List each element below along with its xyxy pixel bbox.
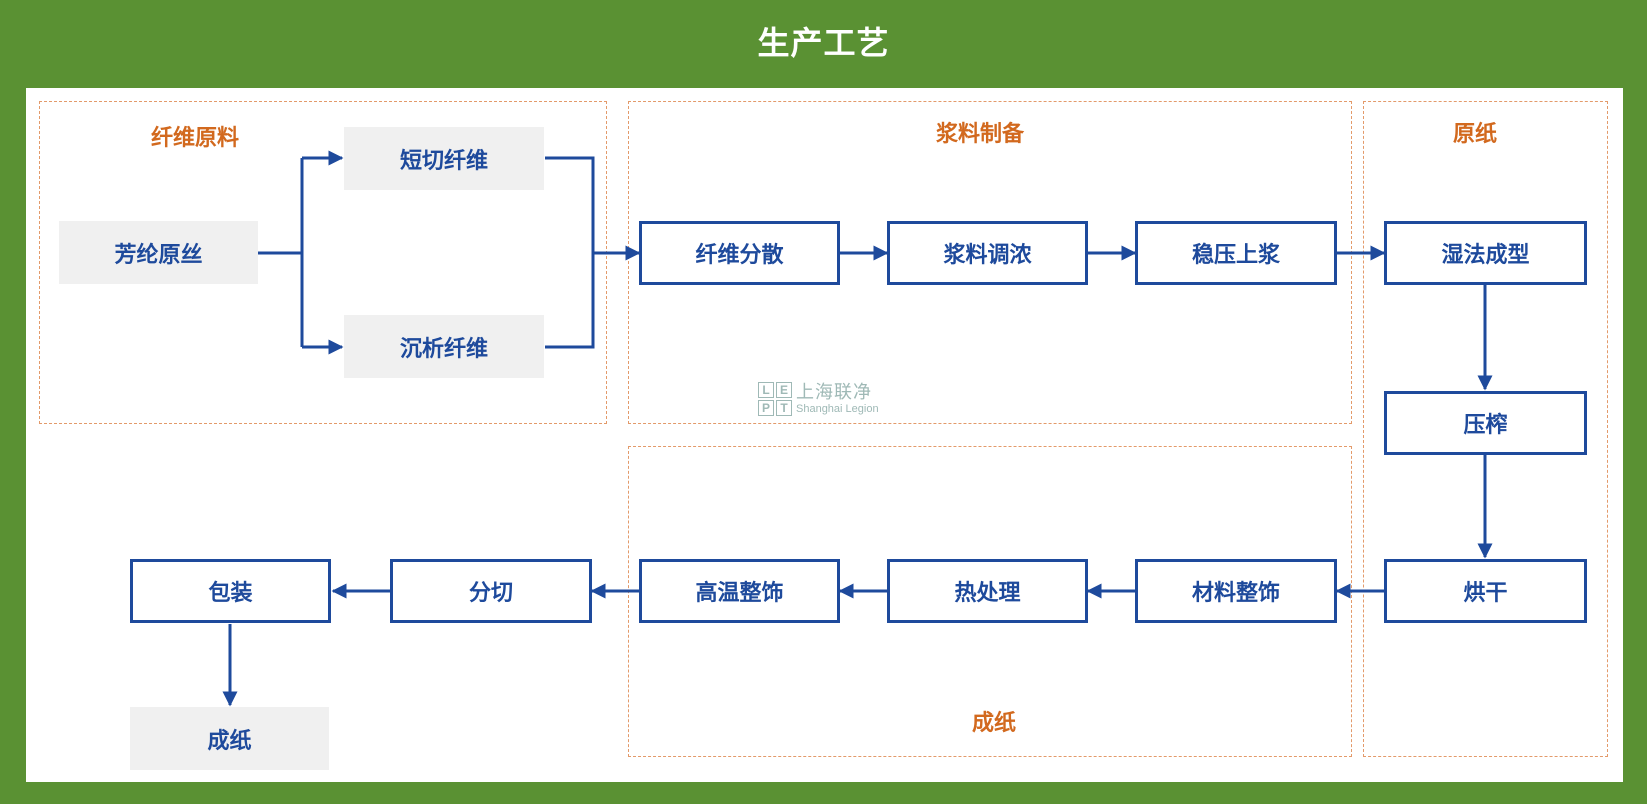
- watermark-logo-e: E: [776, 382, 792, 398]
- watermark: L E P T 上海联净 Shanghai Legion: [758, 382, 879, 416]
- edge-short-fiber-merge: [545, 156, 595, 253]
- node-high-temp-finish: 高温整饰: [639, 559, 840, 623]
- node-drying: 烘干: [1384, 559, 1587, 623]
- node-short-fiber: 短切纤维: [344, 127, 544, 190]
- group-label-slurry-prep: 浆料制备: [935, 122, 1025, 147]
- group-raw-fiber: [39, 101, 607, 424]
- edge-precip-fiber-merge: [545, 253, 595, 349]
- group-slurry-prep: [628, 101, 1352, 424]
- group-label-base-paper: 原纸: [1452, 122, 1498, 147]
- page-title: 生产工艺: [757, 24, 890, 62]
- diagram-panel: [26, 88, 1623, 782]
- node-fiber-disperse: 纤维分散: [639, 221, 840, 285]
- group-finished-paper: [628, 446, 1352, 757]
- watermark-logo-l: L: [758, 382, 774, 398]
- group-base-paper: [1363, 101, 1608, 757]
- node-press: 压榨: [1384, 391, 1587, 455]
- node-precip-fiber: 沉析纤维: [344, 315, 544, 378]
- watermark-logo-p: P: [758, 400, 774, 416]
- node-packaging: 包装: [130, 559, 331, 623]
- node-material-finish: 材料整饰: [1135, 559, 1337, 623]
- watermark-en: Shanghai Legion: [796, 402, 879, 415]
- node-aramid-raw: 芳纶原丝: [59, 221, 258, 284]
- node-wet-forming: 湿法成型: [1384, 221, 1587, 285]
- node-slitting: 分切: [390, 559, 592, 623]
- node-stable-pulp: 稳压上浆: [1135, 221, 1337, 285]
- node-slurry-adjust: 浆料调浓: [887, 221, 1088, 285]
- watermark-cn: 上海联净: [796, 382, 872, 403]
- group-label-raw-fiber: 纤维原料: [150, 126, 240, 151]
- watermark-logo-t: T: [776, 400, 792, 416]
- node-finished-paper: 成纸: [130, 707, 329, 770]
- node-heat-treatment: 热处理: [887, 559, 1088, 623]
- group-label-finished-paper: 成纸: [971, 711, 1017, 736]
- watermark-logo: L E P T: [758, 382, 792, 416]
